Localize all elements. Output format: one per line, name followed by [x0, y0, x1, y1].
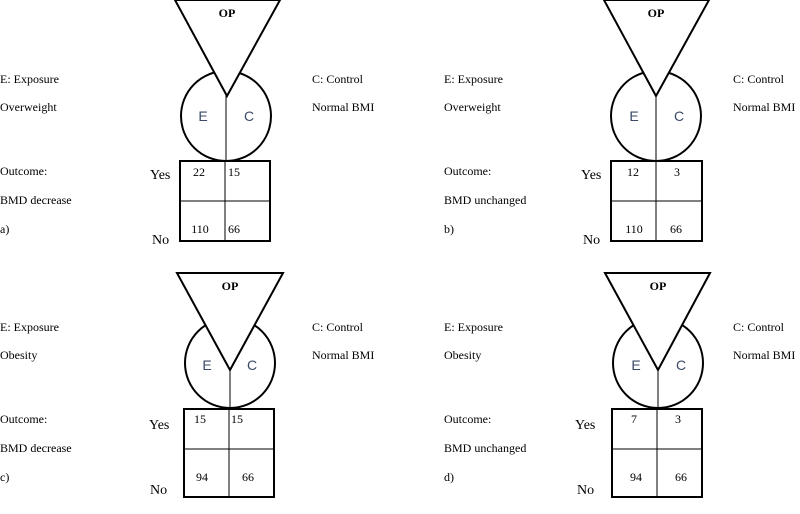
- op-triangle: [602, 0, 711, 99]
- panel-c: OP E C 15 15 94 66 Yes No E: Exposure Ob…: [0, 272, 374, 498]
- control-label: C: Control: [312, 320, 364, 334]
- yes-label: Yes: [150, 168, 170, 183]
- no-label: No: [152, 233, 169, 248]
- control-group: Normal BMI: [312, 348, 374, 362]
- outcome-label: Outcome:: [0, 412, 47, 426]
- cell-no-control: 66: [675, 470, 687, 484]
- panel-id: d): [444, 470, 454, 484]
- yes-label: Yes: [149, 418, 169, 433]
- cell-no-exposure: 110: [625, 222, 643, 236]
- cell-yes-exposure: 15: [194, 412, 206, 426]
- outcome-value: BMD decrease: [0, 193, 72, 207]
- exposure-group: Overweight: [444, 100, 501, 114]
- exposure-label: E: Exposure: [444, 72, 503, 86]
- exposure-group: Obesity: [0, 348, 37, 362]
- exposure-letter: E: [198, 108, 207, 124]
- panel-b: OP E C 12 3 110 66 Yes No E: Exposure Ov…: [444, 0, 795, 248]
- cell-no-exposure: 94: [196, 470, 208, 484]
- op-label: OP: [648, 6, 665, 20]
- panel-id: b): [444, 222, 454, 236]
- op-label: OP: [650, 279, 667, 293]
- panel-id: a): [0, 222, 9, 236]
- cell-no-control: 66: [242, 470, 254, 484]
- outcome-value: BMD unchanged: [444, 441, 526, 455]
- exposure-label: E: Exposure: [0, 72, 59, 86]
- op-triangle: [175, 272, 285, 373]
- panel-a: OP E C 22 15 110 66 Yes No E: Exposure O…: [0, 0, 374, 248]
- op-triangle: [603, 272, 712, 373]
- exposure-letter: E: [202, 357, 211, 373]
- yes-label: Yes: [581, 168, 601, 183]
- cell-yes-control: 3: [674, 165, 680, 179]
- exposure-label: E: Exposure: [444, 320, 503, 334]
- outcome-label: Outcome:: [0, 164, 47, 178]
- no-label: No: [577, 483, 594, 498]
- no-label: No: [583, 233, 600, 248]
- control-group: Normal BMI: [312, 100, 374, 114]
- outcome-value: BMD decrease: [0, 441, 72, 455]
- control-letter: C: [676, 357, 686, 373]
- cell-no-exposure: 110: [191, 222, 209, 236]
- panel-d: OP E C 7 3 94 66 Yes No E: Exposure Obes…: [444, 272, 795, 498]
- control-letter: C: [674, 108, 684, 124]
- outcome-value: BMD unchanged: [444, 193, 526, 207]
- exposure-letter: E: [629, 108, 638, 124]
- cell-yes-exposure: 22: [193, 165, 205, 179]
- cell-yes-exposure: 7: [631, 412, 637, 426]
- outcome-label: Outcome:: [444, 412, 491, 426]
- op-label: OP: [222, 279, 239, 293]
- yes-label: Yes: [575, 418, 595, 433]
- exposure-group: Obesity: [444, 348, 481, 362]
- op-triangle: [173, 0, 282, 99]
- exposure-group: Overweight: [0, 100, 57, 114]
- outcome-label: Outcome:: [444, 164, 491, 178]
- cell-yes-control: 15: [231, 412, 243, 426]
- op-label: OP: [219, 6, 236, 20]
- panel-id: c): [0, 470, 9, 484]
- cell-yes-control: 15: [228, 165, 240, 179]
- cell-no-control: 66: [228, 222, 240, 236]
- control-label: C: Control: [733, 72, 785, 86]
- cell-no-control: 66: [670, 222, 682, 236]
- cell-yes-exposure: 12: [627, 165, 639, 179]
- control-label: C: Control: [733, 320, 785, 334]
- control-group: Normal BMI: [733, 100, 795, 114]
- control-label: C: Control: [312, 72, 364, 86]
- exposure-letter: E: [631, 357, 640, 373]
- control-letter: C: [244, 108, 254, 124]
- control-group: Normal BMI: [733, 348, 795, 362]
- cell-yes-control: 3: [675, 412, 681, 426]
- cell-no-exposure: 94: [630, 470, 642, 484]
- exposure-label: E: Exposure: [0, 320, 59, 334]
- control-letter: C: [247, 357, 257, 373]
- no-label: No: [150, 483, 167, 498]
